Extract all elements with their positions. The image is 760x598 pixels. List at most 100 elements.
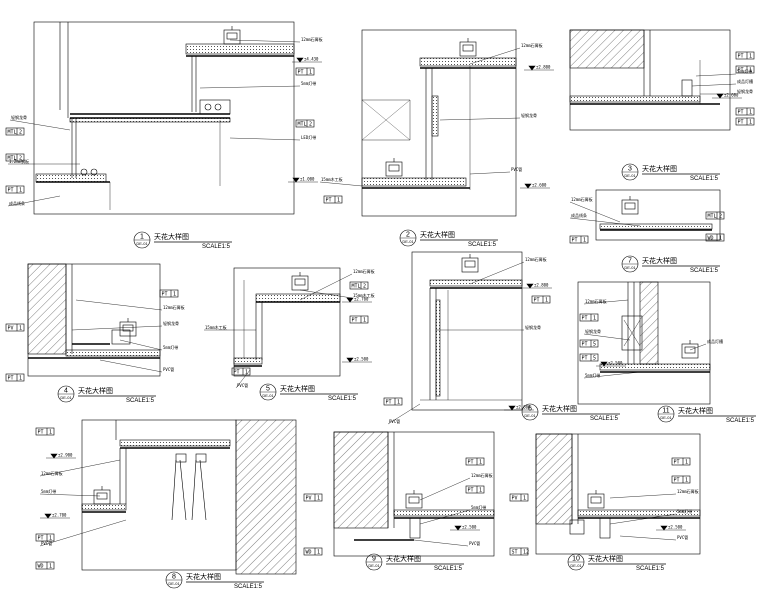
material-number: 1 <box>479 488 482 494</box>
material-number: 2 <box>19 156 22 162</box>
material-code: PT <box>738 120 744 126</box>
material-number: 1 <box>593 316 596 322</box>
ceiling-slab <box>119 439 231 447</box>
level-marker: ±4.430 <box>292 57 322 63</box>
level-marker: ±1.000 <box>288 177 318 183</box>
material-number: 1 <box>309 70 312 76</box>
material-code: PT <box>674 460 680 466</box>
material-number: 1 <box>749 110 752 116</box>
ceiling-slab <box>35 173 107 183</box>
material-code: PT <box>38 536 44 542</box>
light-trough <box>199 99 231 115</box>
detail-title-text: 天花大样图 <box>420 230 455 239</box>
note-text: 轻钢龙骨 <box>163 320 179 326</box>
detail-title-text: 天花大样图 <box>542 404 577 413</box>
ceiling-slab <box>65 349 161 357</box>
ceiling-slab <box>233 357 263 365</box>
leader-note: 12mm石膏板 <box>39 459 121 477</box>
level-text: ±2.800 <box>536 65 551 70</box>
material-number: 1 <box>245 370 248 376</box>
material-number: 1 <box>363 318 366 324</box>
detail-ref: DE-01 <box>368 563 380 568</box>
insulation <box>431 95 439 137</box>
detail-number: 5 <box>266 386 270 393</box>
level-marker: ±2.800 <box>524 65 554 71</box>
pendant-lines <box>171 459 207 521</box>
pendant-icon <box>175 453 187 463</box>
leader-note: 轻钢龙骨 <box>71 320 179 331</box>
note-text: 12mm石膏板 <box>521 42 543 48</box>
material-number: 12 <box>523 550 529 556</box>
level-marker: ±2.500 <box>596 361 626 367</box>
level-text: ±2.500 <box>462 525 477 530</box>
detail-ref: DE-01 <box>262 393 274 398</box>
note-text: 轻钢龙骨 <box>737 88 753 94</box>
level-marker: ±2.500 <box>656 525 686 531</box>
leader-note: 12mm石膏板 <box>469 42 543 65</box>
material-code: PT <box>38 430 44 436</box>
leader-note: 1.2mm钢板 <box>8 158 80 165</box>
detail-number: 1 <box>140 234 144 241</box>
hatched-wall <box>569 29 645 69</box>
detail-ref: DE-01 <box>168 581 180 586</box>
leader-note: 5mm灯带 <box>695 68 752 77</box>
detail-scale: SCALE1:5 <box>126 398 155 404</box>
detail-scale: SCALE1:5 <box>202 244 231 250</box>
leader-note: 5mm灯带 <box>39 488 101 497</box>
material-number: 1 <box>523 496 526 502</box>
level-marker: ±2.500 <box>342 357 372 363</box>
detail-title-text: 天花大样图 <box>154 232 189 241</box>
material-number: 1 <box>749 120 752 126</box>
note-text: PVC管 <box>389 418 400 424</box>
level-marker: ±2.700 <box>342 297 372 303</box>
light-fixture-icon <box>621 196 639 215</box>
detail-number: 2 <box>406 232 410 239</box>
note-text: 12mm石膏板 <box>571 196 593 202</box>
material-number: 1 <box>49 564 52 570</box>
note-text: PVC管 <box>237 382 248 388</box>
light-fixture-icon <box>461 254 479 273</box>
light-fixture-icon <box>459 38 477 57</box>
level-text: ±2.500 <box>608 361 623 366</box>
detail-title-text: 天花大样图 <box>678 406 713 415</box>
note-text: PVC管 <box>163 366 174 372</box>
detail-title-text: 天花大样图 <box>642 164 677 173</box>
material-number: 1 <box>719 236 722 242</box>
leader-note: 12mm石膏板 <box>583 298 629 305</box>
leader-note: 12mm石膏板 <box>469 256 547 285</box>
light-trough <box>621 315 643 351</box>
material-number: 1 <box>317 550 320 556</box>
hatched-wall <box>333 431 389 529</box>
level-text: ±2.500 <box>354 357 369 362</box>
detail-ref: DE-01 <box>402 239 414 244</box>
note-text: 轻钢龙骨 <box>585 328 601 334</box>
detail-number: 8 <box>172 574 176 581</box>
hatched-wall <box>535 433 573 525</box>
detail-ref: DE-01 <box>660 415 672 420</box>
note-text: 成品灯槽 <box>737 78 753 84</box>
material-number: 1 <box>19 188 22 194</box>
leader-note: 5mm灯带 <box>119 339 178 351</box>
material-number: 1 <box>397 400 400 406</box>
note-text: 15mm木工板 <box>353 292 375 298</box>
note-text: 12mm石膏板 <box>163 304 185 310</box>
material-code: PT <box>352 318 358 324</box>
level-text: ±1.000 <box>300 177 315 182</box>
leader-note: 轻钢龙骨 <box>583 328 631 341</box>
detail-scale: SCALE1:5 <box>328 396 357 402</box>
ceiling-slab <box>393 509 495 517</box>
detail-ref: DE-01 <box>624 173 636 178</box>
